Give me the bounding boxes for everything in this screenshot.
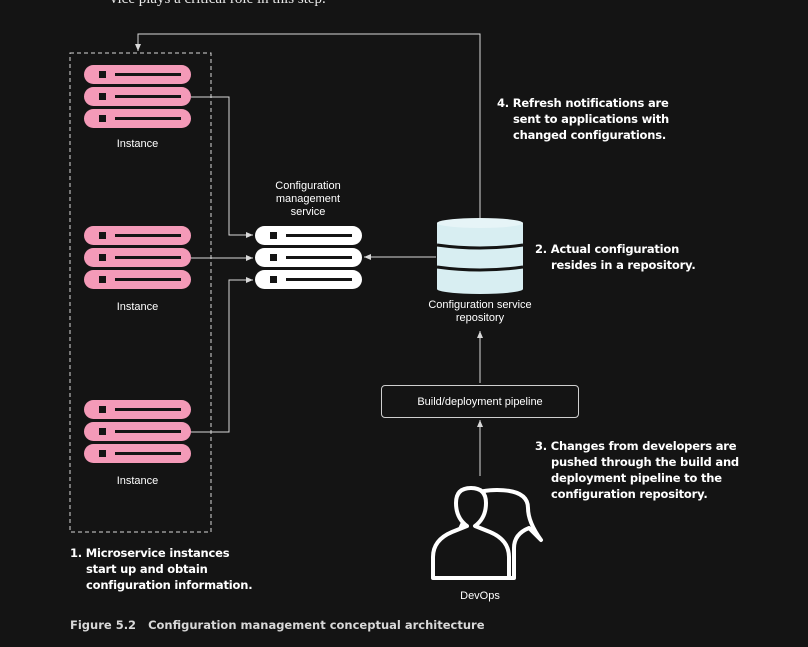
step2-annotation: 2. Actual configuration resides in a rep… (535, 242, 696, 272)
instance-stack-2 (84, 226, 191, 289)
instance-label-1: Instance (116, 138, 159, 150)
devops-people-icon (431, 486, 543, 580)
repository-label-line1: Configuration service (428, 299, 532, 311)
devops-label: DevOps (460, 590, 500, 602)
repository-label-line2: repository (455, 312, 505, 324)
pipeline-label: Build/deployment pipeline (417, 395, 543, 408)
figure-number: Figure 5.2 (70, 618, 137, 632)
step4-annotation: 4. Refresh notifications are sent to app… (497, 96, 670, 142)
config-service-stack (255, 226, 362, 289)
step1-annotation: 1. Microservice instances start up and o… (70, 546, 253, 592)
arrow-refresh-notification (135, 33, 481, 218)
figure-title: Configuration management conceptual arch… (148, 618, 485, 632)
instance-label-2: Instance (116, 301, 159, 313)
instance-stack-3 (84, 400, 191, 463)
repository-label: Configuration service repository (410, 299, 550, 325)
arrow-instance3-to-config (191, 277, 253, 433)
repository-database-icon (436, 218, 524, 294)
instance-stack-1 (84, 65, 191, 128)
instances-boundary (69, 52, 212, 533)
step3-annotation: 3. Changes from developers are pushed th… (535, 439, 739, 501)
config-service-label: Configuration management service (275, 180, 341, 218)
instance-label-3: Instance (116, 475, 159, 487)
build-deployment-pipeline: Build/deployment pipeline (381, 385, 579, 418)
arrow-instance1-to-config (191, 96, 253, 238)
cutoff-body-text: vice plays a critical role in this step. (110, 0, 326, 8)
figure-caption: Figure 5.2 Configuration management conce… (70, 618, 485, 632)
